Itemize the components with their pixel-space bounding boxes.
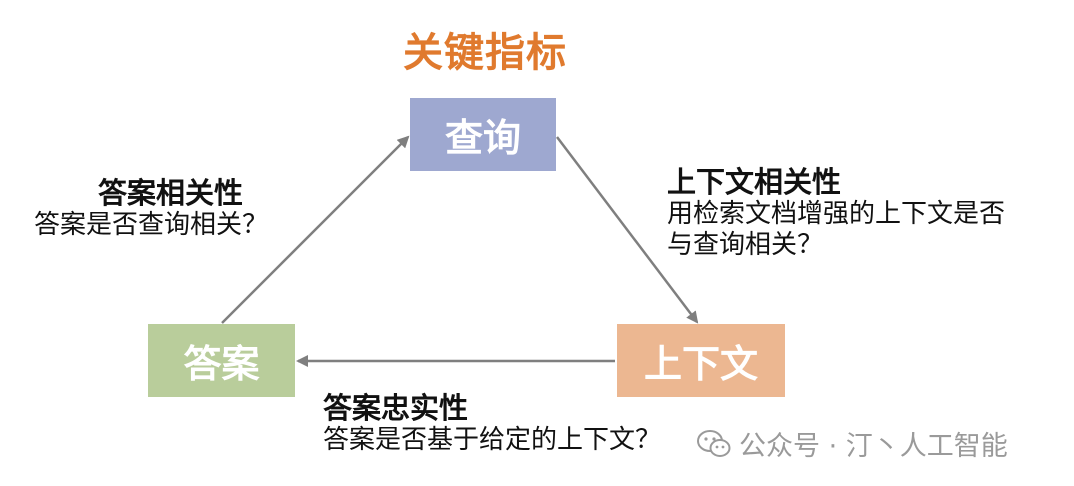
diagram-title: 关键指标 [403,30,567,76]
query-node: 查询 [410,98,556,171]
context-node: 上下文 [617,324,785,397]
arrow-query-to-context [556,136,699,324]
context-relevance-desc-line2: 与查询相关？ [667,230,824,260]
faithfulness-desc: 答案是否基于给定的上下文？ [323,425,662,455]
watermark-text: 公众号 · 汀丶人工智能 [739,431,1008,462]
wechat-icon [697,429,731,457]
faithfulness-label: 答案忠实性 答案是否基于给定的上下文？ [323,391,661,456]
context-relevance-heading: 上下文相关性 [667,165,842,199]
context-relevance-label: 上下文相关性 用检索文档增强的上下文是否 与查询相关？ [667,165,1057,261]
faithfulness-heading: 答案忠实性 [323,391,469,425]
answer-relevance-desc: 答案是否查询相关？ [34,210,269,240]
answer-node: 答案 [148,324,295,397]
arrow-answer-to-query [221,135,410,324]
answer-relevance-label: 答案相关性 答案是否查询相关？ [34,176,268,241]
context-relevance-desc-line1: 用检索文档增强的上下文是否 [667,199,1006,229]
watermark: 公众号 · 汀丶人工智能 [697,424,1008,463]
answer-relevance-heading: 答案相关性 [98,176,244,210]
